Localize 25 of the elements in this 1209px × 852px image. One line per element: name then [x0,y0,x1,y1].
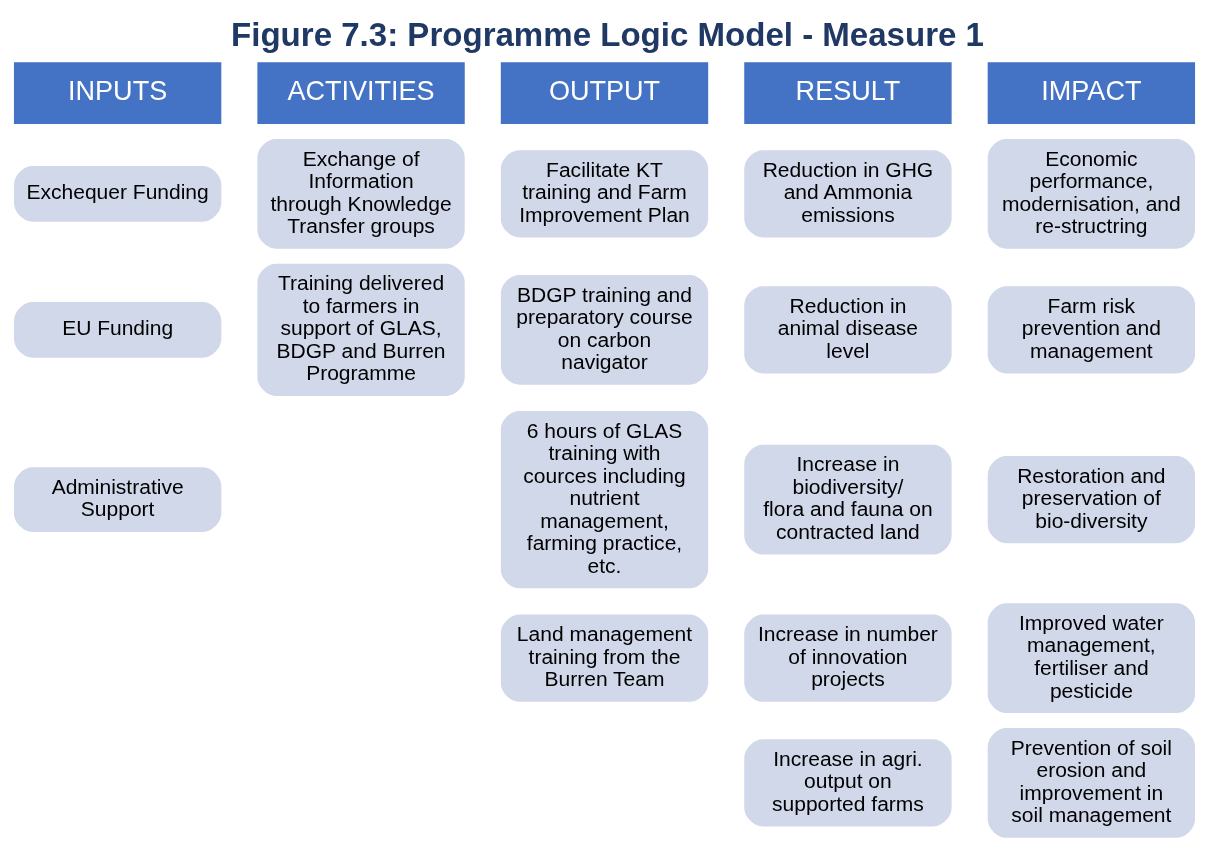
node-box: Reduction in animal disease level [744,286,952,374]
node-box: EU Funding [13,302,222,358]
node-box: Improved water management, fertiliser and pesticide [987,603,1196,713]
node-box: Increase in number of innovation projects [744,614,952,702]
node-box: Increase in agri. output on supported farms [744,739,952,827]
node-box: 6 hours of GLAS training with cources including nutrient management, farming practice, etc. [500,410,709,589]
node-box: Increase in biodiversity/ flora and fauna on contracted land [744,444,952,555]
node-box: Prevention of soil erosion and improvement in soil management [987,728,1196,838]
node-box: BDGP training and preparatory course on carbon navigator [500,275,709,385]
node-box: Restoration and preservation of bio-diversity [987,456,1196,544]
node-box: Farm risk prevention and management [987,286,1196,374]
node-box: Exchange of Information through Knowledge Transfer groups [257,139,465,249]
node-box: OUTPUT [500,62,709,124]
diagram-title: Figure 7.3: Programme Logic Model - Measure 1 [231,15,984,53]
node-box: Economic performance, modernisation, and re-structring [987,139,1196,249]
node-box: Administrative Support [13,467,222,532]
node-box: Training delivered to farmers in support of GLAS, BDGP and Burren Programme [257,263,465,396]
node-box: ACTIVITIES [257,62,465,124]
node-box: IMPACT [987,62,1196,124]
node-box: Facilitate KT training and Farm Improvement Plan [500,150,709,238]
node-box: Land management training from the Burren Team [500,614,709,702]
node-box: INPUTS [13,62,222,124]
node-box: RESULT [744,62,952,124]
node-box: Exchequer Funding [13,166,222,222]
node-box: Reduction in GHG and Ammonia emissions [744,150,952,238]
